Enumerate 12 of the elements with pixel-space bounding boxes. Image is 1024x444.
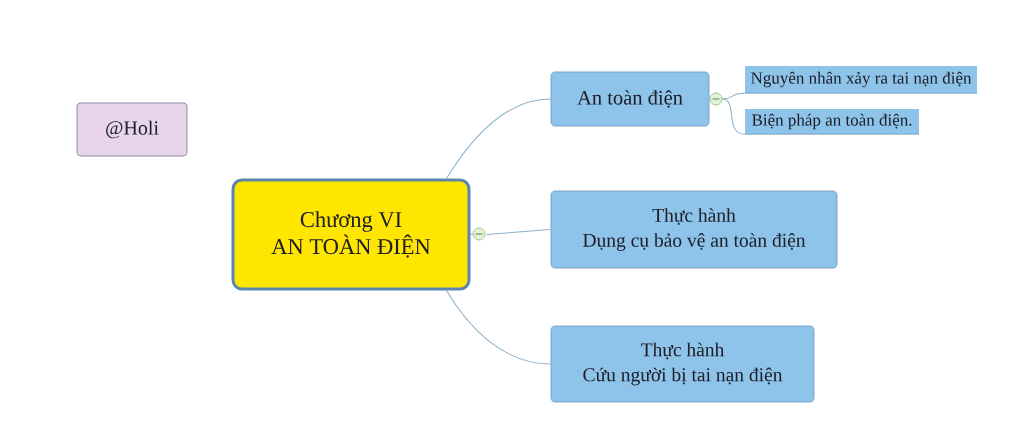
connector — [721, 98, 746, 135]
connector — [486, 229, 552, 235]
connector — [721, 92, 746, 100]
topic-box: Thực hành Cứu người bị tai nạn điện — [550, 325, 815, 403]
topic-box: Thực hành Dụng cụ bảo vệ an toàn điện — [550, 190, 838, 269]
floating-topic-box: @Holi — [76, 102, 188, 157]
topic-box: An toàn điện — [550, 71, 710, 127]
connector — [446, 290, 552, 365]
connector — [446, 98, 552, 179]
central-topic-box: Chương VI AN TOÀN ĐIỆN — [231, 178, 471, 291]
subtopic-box: Nguyên nhân xảy ra tai nạn điện — [744, 66, 978, 94]
subtopic-box: Biện pháp an toàn điện. — [744, 109, 920, 135]
